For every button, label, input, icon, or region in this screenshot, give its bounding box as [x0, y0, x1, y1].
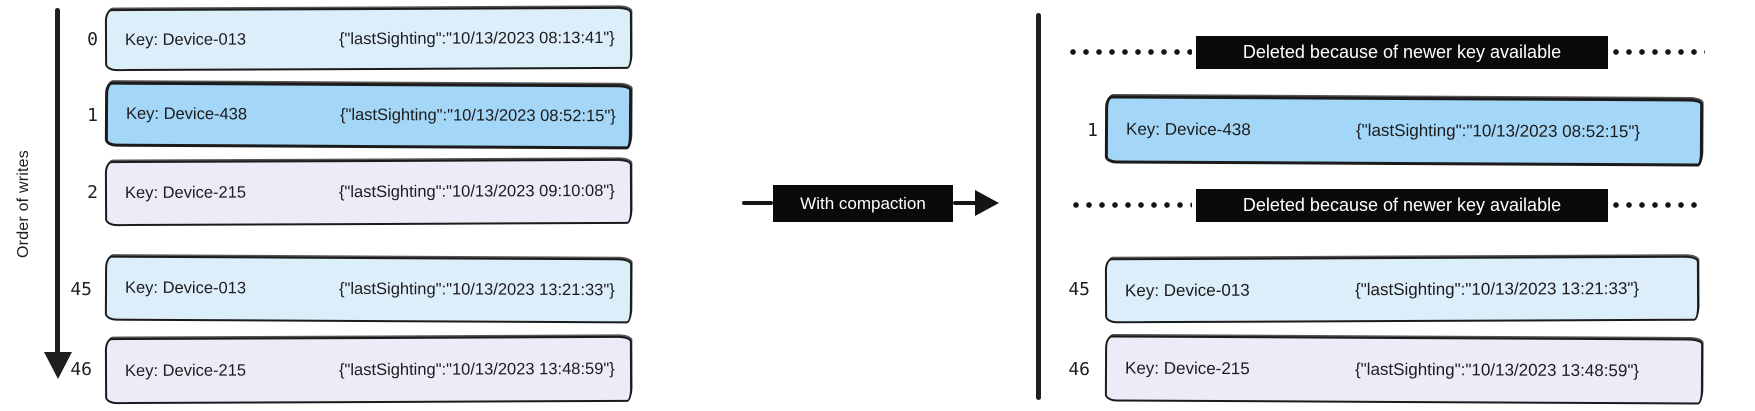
- record-key: Key: Device-215: [1124, 358, 1250, 379]
- compaction-arrow-line: [953, 201, 979, 205]
- record-row: Key: Device-215 {"lastSighting":"10/13/2…: [104, 335, 633, 405]
- write-index-label: 45: [70, 279, 92, 300]
- record-row: Key: Device-215 {"lastSighting":"10/13/2…: [104, 158, 633, 227]
- down-arrowhead-icon: [44, 352, 72, 379]
- record-value: {"lastSighting":"10/13/2023 13:48:59"}: [338, 359, 615, 379]
- record-value: {"lastSighting":"10/13/2023 08:13:41"}: [338, 28, 615, 48]
- order-axis-label: Order of writes: [15, 150, 32, 258]
- record-row: Key: Device-215 {"lastSighting":"10/13/2…: [1104, 335, 1704, 405]
- write-index-label: 46: [1068, 359, 1090, 380]
- dotted-line: [1613, 49, 1705, 55]
- write-index-label: 45: [1068, 279, 1090, 300]
- write-index-label: 1: [1087, 120, 1098, 141]
- write-index-label: 1: [87, 105, 98, 126]
- compaction-arrow-line: [742, 201, 773, 205]
- record-value: {"lastSighting":"10/13/2023 08:52:15"}: [1355, 120, 1641, 142]
- after-log-separator-line: [1036, 13, 1041, 400]
- record-value: {"lastSighting":"10/13/2023 13:48:59"}: [1354, 359, 1640, 381]
- record-key: Key: Device-438: [125, 104, 248, 124]
- write-index-label: 2: [87, 182, 98, 203]
- dotted-line: [1073, 202, 1192, 208]
- record-value: {"lastSighting":"10/13/2023 13:21:33"}: [338, 279, 615, 300]
- record-key: Key: Device-013: [1124, 280, 1250, 300]
- write-index-label: 0: [87, 29, 98, 50]
- compaction-label-box: With compaction: [773, 185, 953, 222]
- record-row: Key: Device-013 {"lastSighting":"10/13/2…: [104, 255, 633, 324]
- record-row: Key: Device-438 {"lastSighting":"10/13/2…: [1104, 95, 1704, 167]
- record-key: Key: Device-215: [124, 183, 247, 203]
- write-index-label: 46: [70, 359, 92, 380]
- record-row: Key: Device-013 {"lastSighting":"10/13/2…: [1104, 255, 1700, 324]
- order-axis-line: [55, 8, 60, 354]
- record-value: {"lastSighting":"10/13/2023 13:21:33"}: [1354, 278, 1640, 299]
- record-key: Key: Device-215: [124, 361, 247, 380]
- deleted-banner: Deleted because of newer key available: [1196, 189, 1608, 222]
- record-key: Key: Device-013: [124, 30, 247, 49]
- dotted-line: [1613, 202, 1703, 208]
- record-value: {"lastSighting":"10/13/2023 09:10:08"}: [338, 181, 615, 202]
- right-arrowhead-icon: [975, 190, 999, 216]
- record-row: Key: Device-438 {"lastSighting":"10/13/2…: [104, 81, 633, 150]
- record-key: Key: Device-438: [1125, 119, 1251, 140]
- record-value: {"lastSighting":"10/13/2023 08:52:15"}: [339, 105, 616, 126]
- record-key: Key: Device-013: [124, 278, 247, 298]
- dotted-line: [1070, 49, 1192, 55]
- record-row: Key: Device-013 {"lastSighting":"10/13/2…: [104, 6, 633, 72]
- deleted-banner: Deleted because of newer key available: [1196, 36, 1608, 69]
